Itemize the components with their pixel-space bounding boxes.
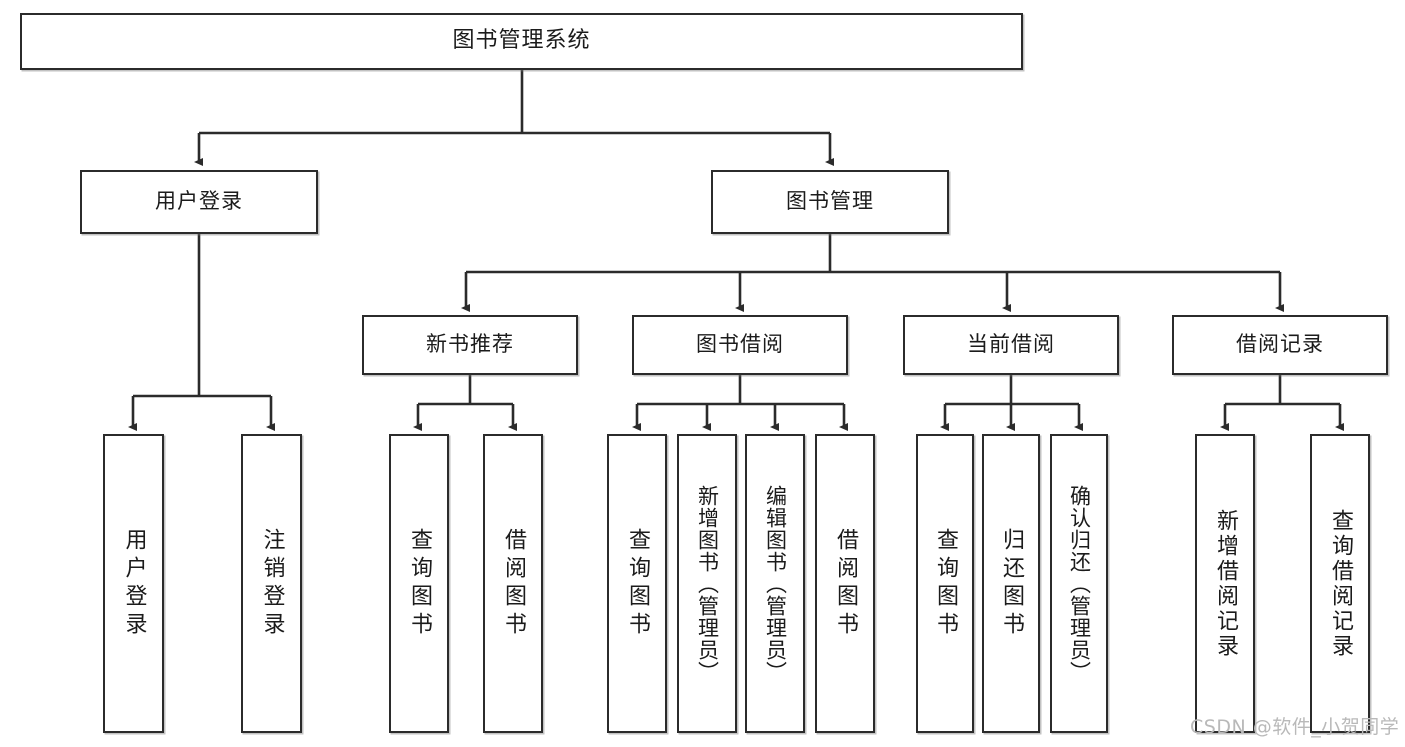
node-label: 确认归还（管理员） <box>1067 484 1092 683</box>
leaf-user-login[interactable]: 用户登录 <box>103 434 164 733</box>
node-label: 新增借阅记录 <box>1213 508 1238 659</box>
leaf-confirm-return-admin[interactable]: 确认归还（管理员） <box>1050 434 1108 733</box>
leaf-borrow-book[interactable]: 借阅图书 <box>815 434 875 733</box>
node-user-login[interactable]: 用户登录 <box>80 170 318 234</box>
node-label: 新增图书（管理员） <box>695 484 720 683</box>
leaf-add-borrow-record[interactable]: 新增借阅记录 <box>1195 434 1255 733</box>
node-book-management[interactable]: 图书管理 <box>711 170 949 234</box>
node-borrow-record[interactable]: 借阅记录 <box>1172 315 1388 375</box>
leaf-current-query-book[interactable]: 查询图书 <box>916 434 974 733</box>
node-label: 图书管理系统 <box>452 28 591 54</box>
node-label: 新书推荐 <box>426 332 514 357</box>
node-book-borrow[interactable]: 图书借阅 <box>632 315 848 375</box>
node-label: 图书管理 <box>786 189 874 214</box>
csdn-watermark: CSDN @软件_小贺同学 <box>1190 716 1400 738</box>
leaf-return-book[interactable]: 归还图书 <box>982 434 1040 733</box>
node-label: 用户登录 <box>121 527 147 640</box>
node-label: 借阅记录 <box>1236 332 1324 357</box>
node-label: 查询借阅记录 <box>1328 508 1353 659</box>
node-label: 查询图书 <box>407 527 432 640</box>
leaf-add-book-admin[interactable]: 新增图书（管理员） <box>677 434 737 733</box>
node-label: 注销登录 <box>259 527 285 640</box>
leaf-logout[interactable]: 注销登录 <box>241 434 302 733</box>
leaf-recommend-borrow-book[interactable]: 借阅图书 <box>483 434 543 733</box>
node-label: 查询图书 <box>933 527 958 640</box>
node-label: 借阅图书 <box>501 527 526 640</box>
node-label: 图书借阅 <box>696 332 784 357</box>
node-root-system[interactable]: 图书管理系统 <box>20 13 1023 70</box>
leaf-edit-book-admin[interactable]: 编辑图书（管理员） <box>745 434 805 733</box>
node-label: 编辑图书（管理员） <box>763 484 788 683</box>
node-label: 当前借阅 <box>967 332 1055 357</box>
node-label: 归还图书 <box>999 527 1024 640</box>
node-new-book-recommend[interactable]: 新书推荐 <box>362 315 578 375</box>
leaf-borrow-query-book[interactable]: 查询图书 <box>607 434 667 733</box>
leaf-recommend-query-book[interactable]: 查询图书 <box>389 434 449 733</box>
node-label: 查询图书 <box>625 527 650 640</box>
leaf-query-borrow-record[interactable]: 查询借阅记录 <box>1310 434 1370 733</box>
node-label: 用户登录 <box>155 189 243 214</box>
node-label: 借阅图书 <box>833 527 858 640</box>
node-current-borrow[interactable]: 当前借阅 <box>903 315 1119 375</box>
